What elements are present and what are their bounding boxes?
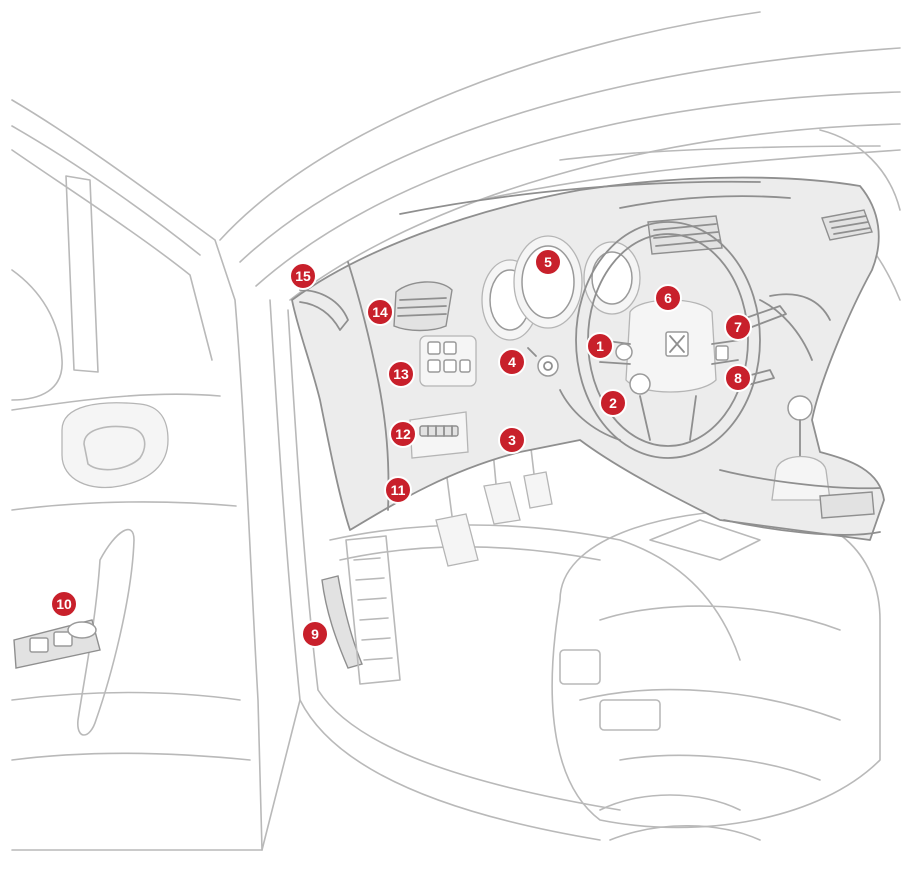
car-body-outline [219,11,901,301]
callout-marker-10: 10 [50,590,78,618]
callout-marker-label: 10 [56,596,72,612]
steering-wheel [575,221,761,459]
callout-marker-circle [301,620,329,648]
callout-marker-label: 5 [544,254,552,270]
open-door [11,99,263,851]
callout-marker-1: 1 [586,332,614,360]
callout-marker-circle [599,389,627,417]
callout-marker-circle [389,420,417,448]
callout-marker-7: 7 [724,313,752,341]
callout-marker-label: 8 [734,370,742,386]
callout-marker-14: 14 [366,298,394,326]
callout-marker-3: 3 [498,426,526,454]
callout-marker-label: 9 [311,626,319,642]
callout-marker-label: 4 [508,354,516,370]
callout-marker-label: 3 [508,432,516,448]
callout-marker-label: 14 [372,304,388,320]
callout-marker-label: 1 [596,338,604,354]
callout-marker-circle [50,590,78,618]
callout-marker-6: 6 [654,284,682,312]
callout-marker-label: 7 [734,319,742,335]
callout-marker-circle [724,313,752,341]
callout-marker-label: 2 [609,395,617,411]
front-seats [551,509,881,841]
lighting-switch-panel [419,335,477,387]
footwell [329,439,741,685]
callout-marker-label: 13 [393,366,409,382]
callout-marker-circle [654,284,682,312]
callout-marker-2: 2 [599,389,627,417]
callout-marker-label: 15 [295,268,311,284]
callout-marker-9: 9 [301,620,329,648]
callout-marker-circle [387,360,415,388]
door-sill [261,299,621,851]
instrument-cluster [481,235,641,341]
left-air-vent [393,281,453,332]
callout-marker-label: 11 [391,482,406,498]
callout-marker-circle [586,332,614,360]
callout-marker-circle [498,348,526,376]
callout-marker-15: 15 [289,262,317,290]
ignition-switch [527,347,559,377]
callout-marker-label: 6 [664,290,672,306]
callout-marker-4: 4 [498,348,526,376]
callout-marker-13: 13 [387,360,415,388]
callout-marker-circle [384,476,412,504]
callout-marker-11: 11 [384,476,412,504]
callout-marker-label: 12 [395,426,411,442]
callout-marker-circle [366,298,394,326]
callout-marker-8: 8 [724,364,752,392]
gear-lever [771,395,831,501]
callout-marker-circle [498,426,526,454]
centre-console [719,469,881,536]
callout-marker-circle [289,262,317,290]
callout-marker-12: 12 [389,420,417,448]
callout-marker-5: 5 [534,248,562,276]
callout-marker-circle [534,248,562,276]
lower-switch-panel [409,411,469,459]
callout-marker-circle [724,364,752,392]
